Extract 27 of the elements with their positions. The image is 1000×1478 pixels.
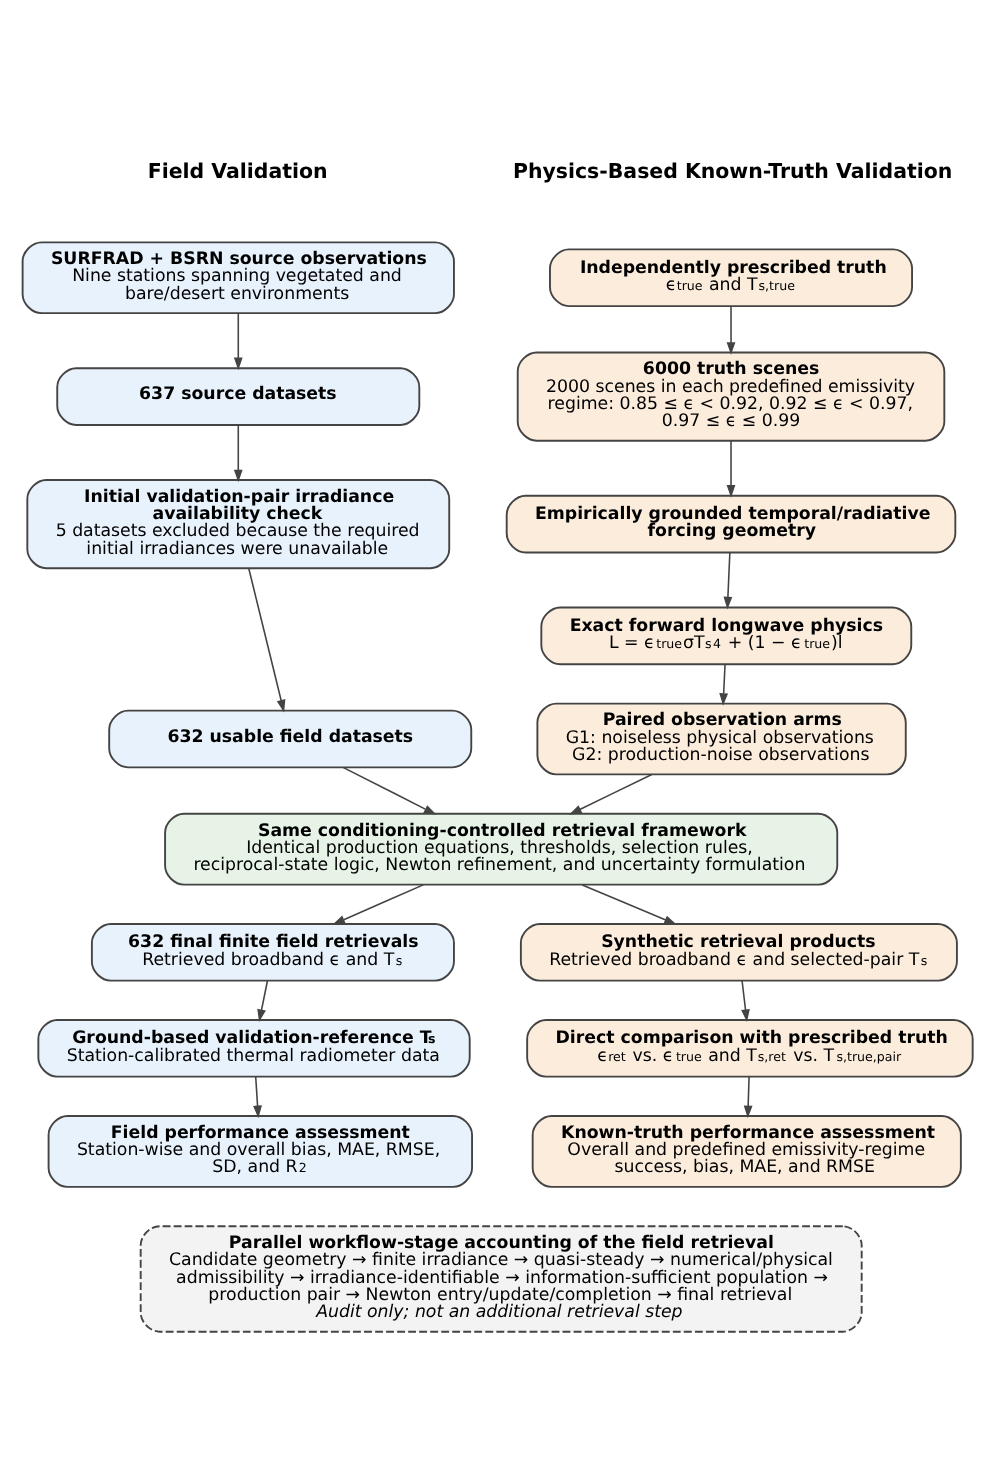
arrow bbox=[342, 766, 437, 815]
node-box: Empirically grounded temporal/radiative forcing geometry bbox=[505, 494, 957, 554]
node-box: Same conditioning-controlled retrieval framework Identical production equations, thresholds, selection rules, reciprocal-state logic, Newton refinement, and uncertainty formulation bbox=[164, 812, 839, 886]
node-box: 632 usable field datasets bbox=[108, 709, 473, 769]
label: Physics-Based Known-Truth Validation bbox=[512, 162, 953, 185]
arrow bbox=[741, 979, 750, 1022]
arrow bbox=[743, 1075, 753, 1119]
arrow bbox=[569, 773, 653, 815]
arrow bbox=[719, 663, 729, 706]
node-box: Parallel workflow-stage accounting of the field retrieval Candidate geometry → finite irradiance → quasi-steady → numerical/physical admissibility → irradiance-identifiable → information-sufficient population → production pair → Newton entry/update/completion → final retrieval Audit only; not an additional retrieval step bbox=[139, 1225, 863, 1333]
node-box: SURFRAD + BSRN source observations Nine stations spanning vegetated and bare/desert environments bbox=[21, 241, 455, 315]
node-box: Initial validation-pair irradiance availability check 5 datasets excluded because the required initial irradiances were unavailable bbox=[26, 479, 451, 570]
arrow bbox=[332, 884, 425, 925]
arrow bbox=[233, 312, 243, 371]
arrow bbox=[723, 551, 733, 610]
arrow bbox=[726, 305, 736, 355]
arrow bbox=[233, 424, 243, 483]
arrow bbox=[257, 979, 269, 1022]
node-box: 6000 truth scenes 2000 scenes in each predefined emissivity regime: 0.85 ≤ ϵ < 0.92, 0.92 ≤ ϵ < 0.97, 0.97 ≤ ϵ ≤ 0.99 bbox=[516, 351, 946, 442]
arrow bbox=[248, 567, 286, 713]
node-box: Known-truth performance assessment Overall and predefined emissivity-regime success, bias, MAE, and RMSE bbox=[531, 1115, 962, 1188]
label: Field Validation bbox=[147, 162, 328, 185]
node-box: Paired observation arms G1: noiseless physical observations G2: production-noise observations bbox=[536, 702, 907, 776]
node-box: 637 source datasets bbox=[56, 367, 421, 426]
arrow bbox=[726, 440, 736, 498]
arrow bbox=[581, 884, 677, 925]
arrow bbox=[253, 1075, 262, 1119]
